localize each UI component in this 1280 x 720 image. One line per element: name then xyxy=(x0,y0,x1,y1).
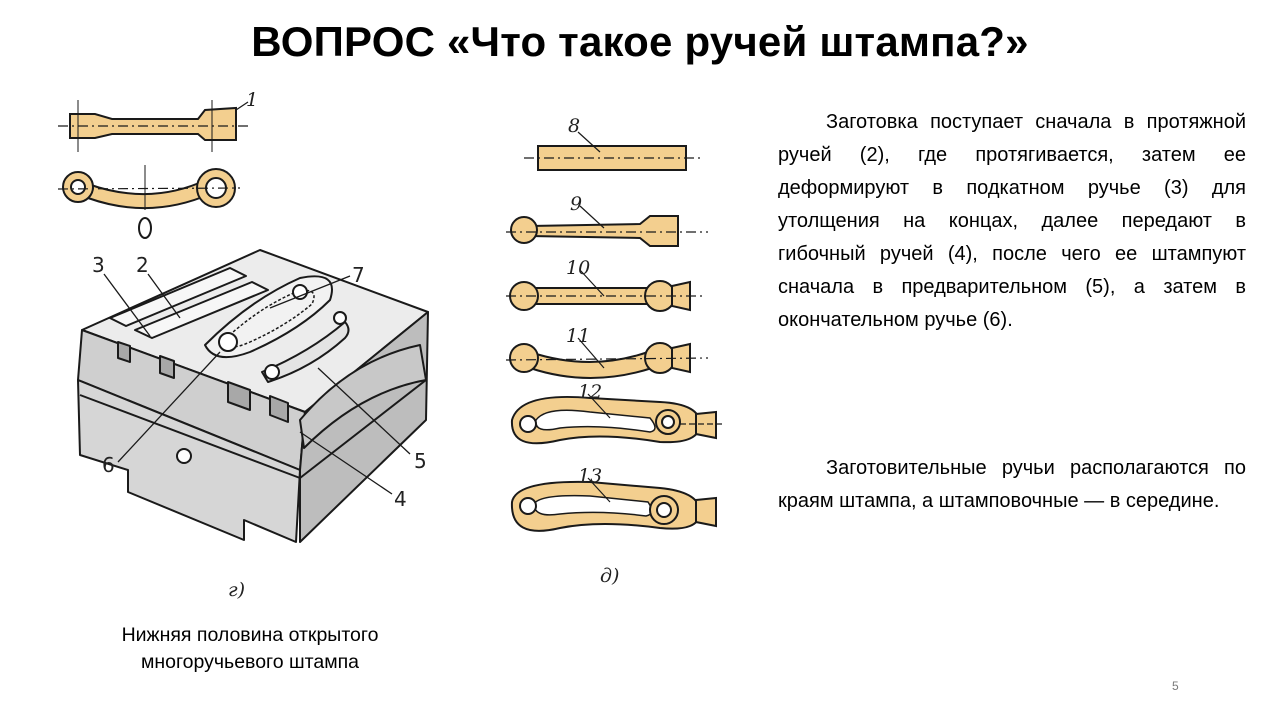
part-plan-view xyxy=(57,165,241,239)
stage-label-11: 11 xyxy=(566,325,590,347)
part-label: 1 xyxy=(246,89,258,111)
sublabel-g: г) xyxy=(228,579,245,601)
stage-label-12: 12 xyxy=(578,381,602,403)
stage-8 xyxy=(524,131,700,171)
stage-label-9: 9 xyxy=(570,193,582,215)
sublabel-d: д) xyxy=(600,565,619,587)
stage-label-13: 13 xyxy=(578,465,602,487)
part-side-view xyxy=(58,100,249,152)
svg-text:6: 6 xyxy=(102,453,115,477)
die-labels: 3 2 7 5 4 6 xyxy=(92,253,427,511)
svg-text:2: 2 xyxy=(136,253,149,277)
svg-text:3: 3 xyxy=(92,253,105,277)
stage-11 xyxy=(505,337,709,379)
stage-12 xyxy=(510,393,724,445)
svg-text:5: 5 xyxy=(414,449,427,473)
stage-label-8: 8 xyxy=(568,115,580,137)
svg-text:4: 4 xyxy=(394,487,407,511)
stage-10 xyxy=(506,269,706,312)
stage-9 xyxy=(506,205,708,247)
stage-13 xyxy=(510,477,717,532)
slide-title: ВОПРОС «Что такое ручей штампа?» xyxy=(251,18,1029,65)
explanation-paragraph-2: Заготовительные ручьи располагаются по к… xyxy=(778,457,1246,512)
explanation-paragraph-1: Заготовка поступает сначала в протяжной … xyxy=(778,111,1246,331)
figure-caption: Нижняя половина открытого многоручьевого… xyxy=(121,624,379,673)
stage-label-10: 10 xyxy=(566,257,590,279)
svg-text:7: 7 xyxy=(352,263,365,287)
page-number: 5 xyxy=(1172,679,1179,693)
die-block xyxy=(77,249,429,543)
die-leader-lines xyxy=(103,273,411,495)
